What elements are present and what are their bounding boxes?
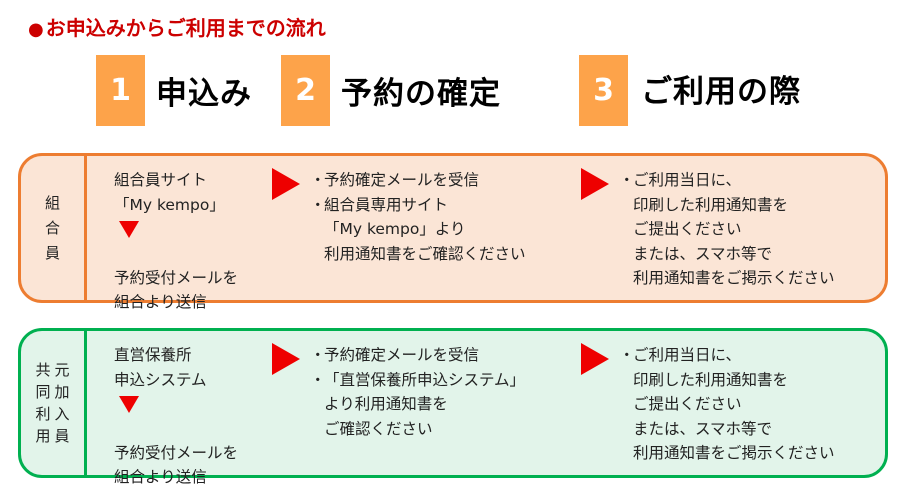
- text-line: 組合より送信: [114, 293, 207, 311]
- text-line: 「My kempo」: [114, 195, 225, 214]
- text-line: ご提出ください: [633, 220, 742, 238]
- category-char: 共: [35, 361, 51, 379]
- step3-content: ・ご利用当日に、 印刷した利用通知書を ご提出ください または、スマホ等で 利用…: [619, 343, 835, 466]
- text-line: 予約受付メールを: [114, 268, 239, 287]
- step1-content: 組合員サイト 「My kempo」 予約受付メールを 組合より送信: [114, 168, 238, 315]
- text-line: 直営保養所: [114, 346, 192, 364]
- bullet-icon: ・: [310, 346, 326, 364]
- category-label-member: 組 合 員: [21, 156, 84, 300]
- down-arrow-icon: [119, 396, 139, 438]
- text-line: 申込システム: [114, 370, 207, 389]
- shared-user-flow-panel: 共 同 利 用 元 加 入 員 直営保養所 申込システム 予約受付メールを 組合…: [18, 328, 888, 486]
- panel-divider: [84, 331, 87, 475]
- text-line: 「My kempo」より: [324, 220, 466, 238]
- category-char: 加: [54, 383, 70, 401]
- step-1-label: 申込み: [156, 76, 252, 112]
- text-line: 利用通知書をご掲示ください: [633, 269, 835, 287]
- text-line: または、スマホ等で: [633, 419, 773, 438]
- category-char: 合: [44, 218, 60, 237]
- right-arrow-icon: [272, 168, 300, 200]
- step-2-label: 予約の確定: [341, 76, 501, 112]
- text-line: または、スマホ等で: [633, 244, 773, 263]
- category-char: 元: [54, 361, 70, 379]
- right-arrow-icon: [272, 343, 300, 375]
- member-flow-panel: 組 合 員 組合員サイト 「My kempo」 予約受付メールを 組合より送信 …: [18, 153, 888, 311]
- text-line: ご利用当日に、: [633, 346, 742, 364]
- text-line: 予約確定メールを受信: [324, 171, 480, 189]
- right-arrow-icon: [581, 343, 609, 375]
- category-char: 入: [54, 405, 70, 423]
- category-char: 同: [35, 383, 51, 401]
- title-text: お申込みからご利用までの流れ: [45, 16, 326, 40]
- text-line: 予約確定メールを受信: [324, 346, 480, 364]
- bullet-icon: ・: [619, 346, 635, 364]
- category-char: 用: [35, 427, 51, 445]
- step-1-number: 1: [96, 55, 145, 126]
- bullet-icon: ・: [310, 370, 326, 389]
- bullet-icon: ・: [310, 171, 326, 189]
- text-line: 組合員専用サイト: [324, 195, 449, 214]
- text-line: 組合より送信: [114, 468, 207, 486]
- step1-content: 直営保養所 申込システム 予約受付メールを 組合より送信: [114, 343, 238, 490]
- bullet-icon: ・: [619, 171, 635, 189]
- category-char: 員: [44, 243, 60, 262]
- bullet-dot-icon: ●: [28, 19, 44, 40]
- step3-content: ・ご利用当日に、 印刷した利用通知書を ご提出ください または、スマホ等で 利用…: [619, 168, 835, 291]
- panel-divider: [84, 156, 87, 300]
- text-line: 「直営保養所申込システム」: [324, 370, 526, 389]
- down-arrow-icon: [119, 221, 139, 263]
- step-3-number: 3: [579, 55, 628, 126]
- category-char: 員: [54, 427, 70, 445]
- text-line: ご提出ください: [633, 395, 742, 413]
- text-line: 組合員サイト: [114, 171, 208, 189]
- text-line: ご利用当日に、: [633, 171, 742, 189]
- right-arrow-icon: [581, 168, 609, 200]
- text-line: より利用通知書を: [324, 395, 448, 413]
- text-line: 印刷した利用通知書を: [633, 370, 789, 389]
- text-line: ご確認ください: [324, 419, 433, 438]
- step-2-number: 2: [281, 55, 330, 126]
- text-line: 利用通知書をご掲示ください: [633, 444, 835, 462]
- bullet-icon: ・: [310, 195, 326, 214]
- step-3-label: ご利用の際: [641, 74, 801, 110]
- category-char: 利: [35, 405, 51, 423]
- page-title: ●お申込みからご利用までの流れ: [28, 12, 326, 41]
- text-line: 利用通知書をご確認ください: [324, 244, 526, 263]
- text-line: 予約受付メールを: [114, 443, 239, 462]
- step2-content: ・予約確定メールを受信 ・組合員専用サイト 「My kempo」より 利用通知書…: [310, 168, 526, 266]
- step2-content: ・予約確定メールを受信 ・「直営保養所申込システム」 より利用通知書を ご確認く…: [310, 343, 525, 441]
- category-label-shared-user: 共 同 利 用 元 加 入 員: [21, 331, 84, 475]
- category-char: 組: [44, 193, 60, 212]
- text-line: 印刷した利用通知書を: [633, 195, 789, 214]
